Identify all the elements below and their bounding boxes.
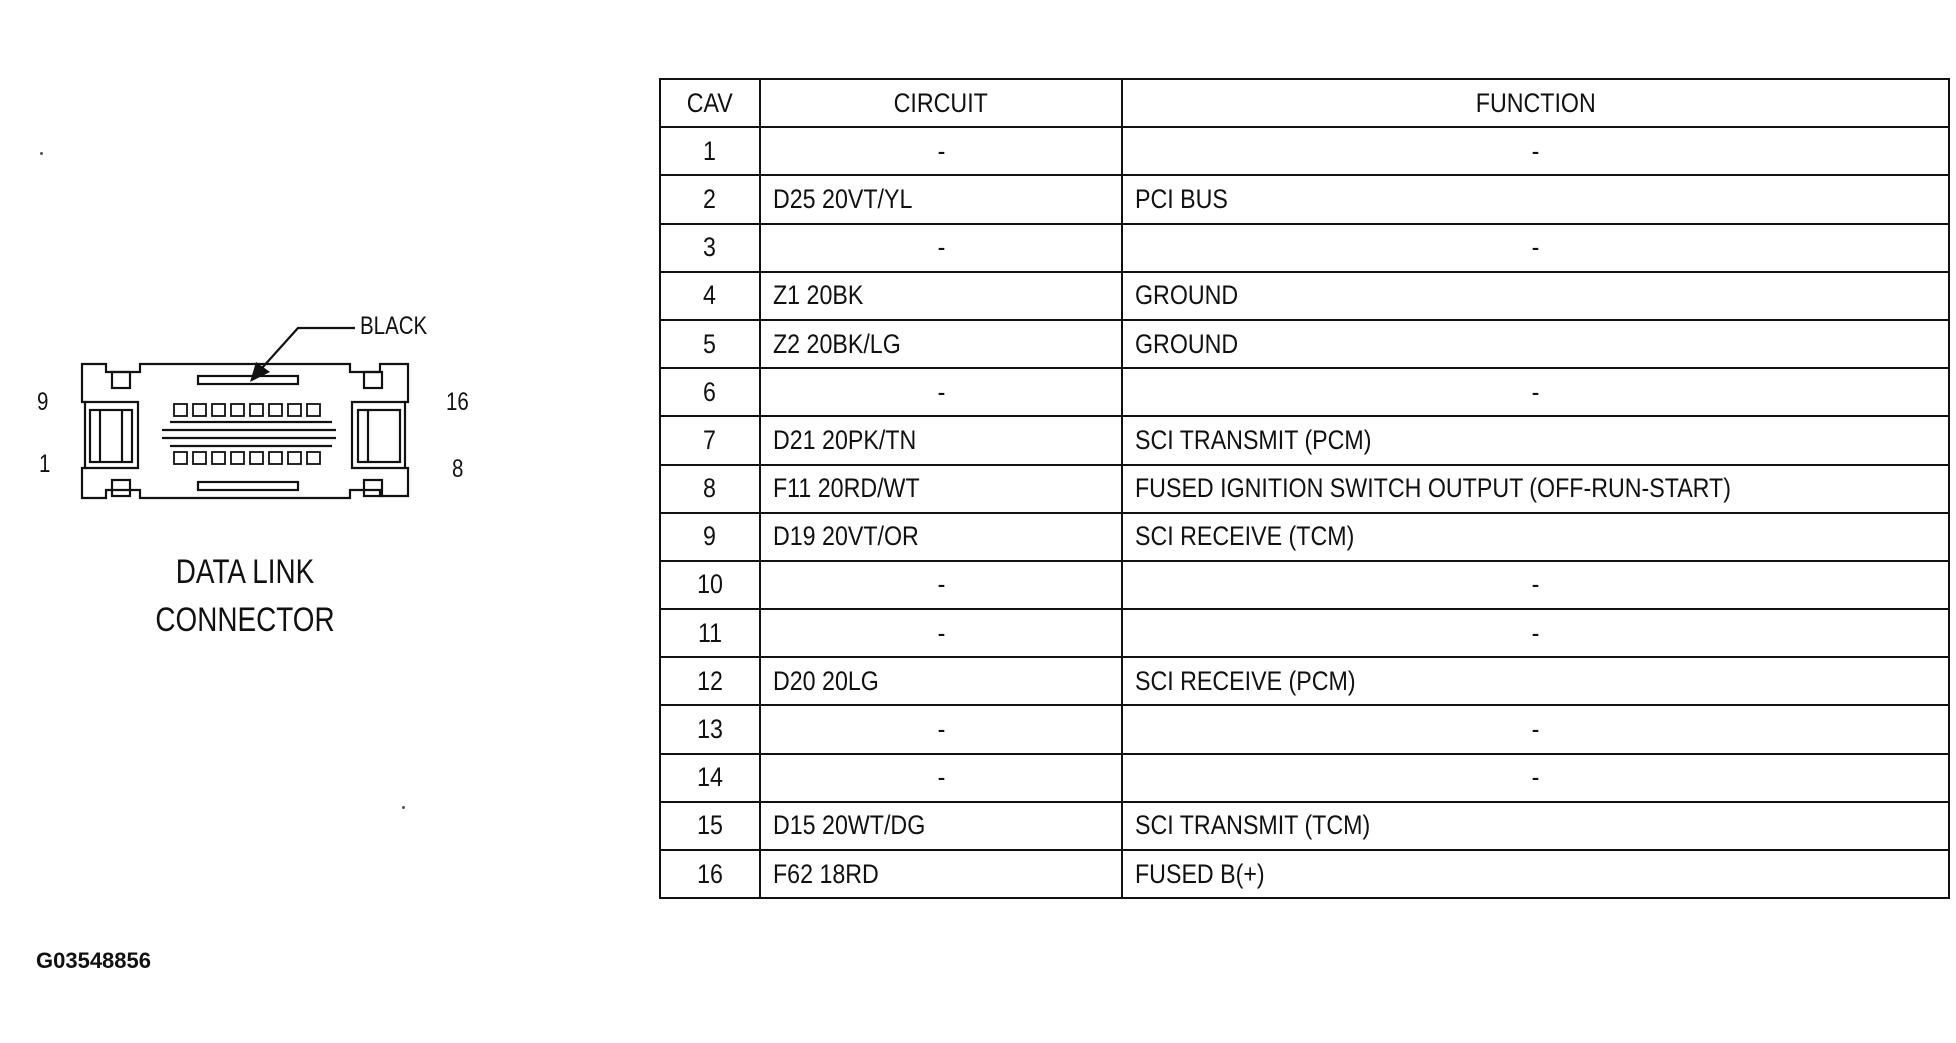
function-description: PCI BUS (1121, 174, 1950, 225)
circuit-code: D20 20LG (759, 656, 1123, 707)
function-description: - (1121, 126, 1950, 177)
top-key-slot (196, 374, 300, 386)
circuit-code: D21 20PK/TN (759, 415, 1123, 466)
function-description: GROUND (1121, 270, 1950, 321)
connector-inner-outline-right (350, 400, 405, 470)
table-row: 13-- (659, 704, 1950, 755)
function-description: FUSED B(+) (1121, 848, 1950, 900)
callout-arrow-head (250, 362, 270, 382)
pin-label-top-left: 9 (37, 388, 49, 416)
stray-mark (40, 152, 43, 155)
connector-inner-outline (85, 400, 140, 470)
circuit-code: - (759, 752, 1123, 803)
table-row: 10-- (659, 559, 1950, 611)
pin-label-top-right: 16 (446, 388, 469, 416)
cav-number: 4 (659, 270, 761, 321)
cav-number: 5 (659, 318, 761, 370)
function-description: GROUND (1121, 318, 1950, 370)
connector-name-line1: DATA LINK (175, 553, 315, 591)
circuit-code: - (759, 222, 1123, 273)
cav-number: 6 (659, 367, 761, 418)
cav-number: 8 (659, 463, 761, 514)
cav-number: 12 (659, 656, 761, 707)
cav-number: 13 (659, 704, 761, 755)
function-description: - (1121, 559, 1950, 611)
function-description: SCI RECEIVE (TCM) (1121, 511, 1950, 562)
circuit-code: - (759, 126, 1123, 177)
cav-number: 10 (659, 559, 761, 611)
table-row: 6-- (659, 367, 1950, 418)
header-cav: CAV (659, 77, 761, 129)
circuit-code: D19 20VT/OR (759, 511, 1123, 562)
top-left-tab (110, 370, 132, 390)
cavity-row-top (173, 403, 321, 417)
circuit-code: Z1 20BK (759, 270, 1123, 321)
cav-number: 15 (659, 800, 761, 852)
function-description: SCI TRANSMIT (PCM) (1121, 415, 1950, 466)
header-function: FUNCTION (1121, 77, 1950, 129)
cav-number: 1 (659, 126, 761, 177)
cavity-row-bottom (173, 451, 321, 465)
circuit-code: D25 20VT/YL (759, 174, 1123, 225)
circuit-code: - (759, 367, 1123, 418)
circuit-code: - (759, 608, 1123, 659)
table-row: 1-- (659, 126, 1950, 177)
cav-number: 14 (659, 752, 761, 803)
cav-number: 7 (659, 415, 761, 466)
pin-label-bottom-left: 1 (39, 450, 51, 478)
table-row: 11-- (659, 608, 1950, 659)
circuit-code: - (759, 559, 1123, 611)
bottom-left-tab (110, 478, 132, 498)
cav-number: 9 (659, 511, 761, 562)
circuit-code: F62 18RD (759, 848, 1123, 900)
connector-outer-body (80, 362, 410, 500)
table-row: 3-- (659, 222, 1950, 273)
left-latch (88, 408, 134, 464)
bottom-right-tab (362, 478, 384, 498)
function-description: - (1121, 222, 1950, 273)
circuit-code: - (759, 704, 1123, 755)
connector-name-line2: CONNECTOR (155, 601, 335, 639)
table-header-row: CAV CIRCUIT FUNCTION (659, 77, 1950, 129)
function-description: FUSED IGNITION SWITCH OUTPUT (OFF-RUN-ST… (1121, 463, 1950, 514)
function-description: - (1121, 752, 1950, 803)
connector-color-callout: BLACK (360, 312, 428, 340)
right-latch (356, 408, 402, 464)
function-description: - (1121, 367, 1950, 418)
figure-id: G03548856 (36, 948, 151, 973)
function-description: SCI RECEIVE (PCM) (1121, 656, 1950, 707)
bottom-key-slot (196, 480, 300, 492)
function-description: - (1121, 608, 1950, 659)
data-link-connector-drawing (80, 326, 410, 500)
header-circuit: CIRCUIT (759, 77, 1123, 129)
callout-leader-line (261, 326, 355, 369)
cav-number: 3 (659, 222, 761, 273)
circuit-code: F11 20RD/WT (759, 463, 1123, 514)
cav-number: 2 (659, 174, 761, 225)
function-description: - (1121, 704, 1950, 755)
stray-mark (402, 806, 405, 809)
function-description: SCI TRANSMIT (TCM) (1121, 800, 1950, 852)
pin-label-bottom-right: 8 (452, 455, 464, 483)
cav-number: 16 (659, 848, 761, 900)
circuit-code: D15 20WT/DG (759, 800, 1123, 852)
top-right-tab (362, 370, 384, 390)
circuit-code: Z2 20BK/LG (759, 318, 1123, 370)
table-row: 14-- (659, 752, 1950, 803)
cav-number: 11 (659, 608, 761, 659)
